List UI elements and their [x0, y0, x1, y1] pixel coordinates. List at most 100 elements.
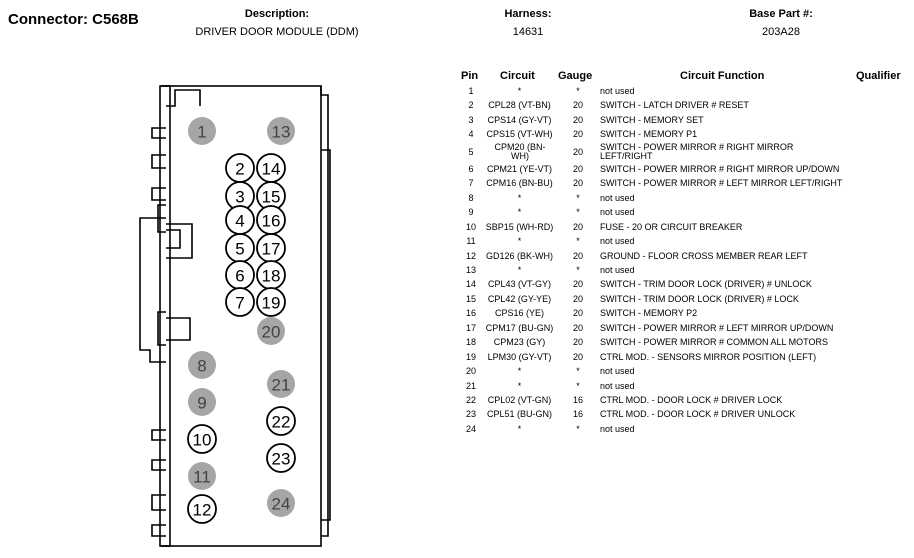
pin-cell: 12: [465, 250, 476, 261]
col-header-function: Circuit Function: [680, 70, 765, 82]
function-cell: CTRL MOD. - SENSORS MIRROR POSITION (LEF…: [600, 351, 817, 362]
gauge-cell: *: [576, 264, 580, 275]
pin-1-label: 1: [197, 123, 206, 142]
circuit-cell: *: [517, 380, 522, 391]
pin-16-label: 16: [262, 212, 281, 231]
col-header-circuit: Circuit: [500, 70, 535, 82]
pin-24-label: 24: [272, 495, 291, 514]
pin-cell: 2: [468, 100, 474, 111]
gauge-cell: 20: [572, 178, 583, 189]
circuit-cell: *: [517, 86, 522, 96]
circuit-cell: LPM30 (GY-VT): [487, 351, 552, 362]
pin-12-circle: [187, 494, 217, 524]
function-cell: not used: [600, 380, 635, 391]
function-cell: SWITCH - MEMORY P1: [600, 129, 698, 140]
table-row: 13**not used: [455, 265, 910, 279]
circuit-cell: CPS14 (GY-VT): [487, 114, 552, 125]
pin-23-label: 23: [272, 450, 291, 469]
pin-cell: 16: [465, 308, 476, 319]
pin-cell: 1: [468, 86, 474, 96]
circuit-cell: *: [517, 236, 522, 247]
circuit-cell: *: [517, 264, 522, 275]
circuit-cell: SBP15 (WH-RD): [485, 221, 554, 232]
gauge-cell: 16: [572, 395, 583, 405]
circuit-cell: *: [517, 207, 522, 218]
pin-cell: 6: [468, 163, 474, 174]
gauge-cell: 16: [572, 409, 583, 420]
gauge-cell: 20: [572, 308, 583, 319]
col-header-qualifier: Qualifier: [856, 70, 901, 82]
pin-cell: 8: [468, 192, 474, 203]
table-row: 24**not used: [455, 424, 910, 438]
pin-7-circle: [225, 287, 255, 317]
function-cell: not used: [600, 236, 635, 247]
circuit-cell: CPM21 (YE-VT): [486, 163, 552, 174]
pin-19-label: 19: [262, 294, 281, 313]
gauge-cell: 20: [572, 114, 583, 125]
function-cell: SWITCH - LATCH DRIVER # RESET: [600, 100, 749, 111]
pin-10-label: 10: [193, 431, 212, 450]
pin-cell: 23: [465, 409, 476, 420]
pin-3-label: 3: [235, 188, 244, 207]
gauge-cell: 20: [572, 322, 583, 333]
pin-cell: 4: [468, 129, 474, 140]
circuit-cell: CPM20 (BN-WH): [494, 141, 546, 161]
pin-23-circle: [266, 443, 296, 473]
table-row: 5 CPM20 (BN-WH) 20 SWITCH - POWER MIRROR # …: [455, 141, 910, 166]
function-cell: FUSE - 20 OR CIRCUIT BREAKER: [600, 221, 743, 232]
circuit-cell: CPS15 (VT-WH): [486, 129, 553, 140]
pin-cell: 11: [466, 236, 476, 247]
circuit-cell: CPM17 (BU-GN): [485, 322, 554, 333]
pin-cell: 3: [468, 114, 474, 125]
base-part-value: 203A28: [762, 26, 800, 38]
gauge-cell: 20: [572, 221, 583, 232]
circuit-cell: CPS16 (YE): [494, 308, 545, 319]
pin-19-circle: [256, 287, 286, 317]
connector-housing: [139, 85, 331, 547]
gauge-cell: 20: [572, 293, 583, 304]
pin-cell: 14: [465, 279, 476, 290]
function-cell: not used: [600, 366, 635, 377]
function-cell: SWITCH - POWER MIRROR # RIGHT MIRROR LEF…: [600, 141, 794, 161]
gauge-cell: 20: [572, 279, 583, 290]
pin-cell: 24: [465, 423, 476, 434]
function-cell: not used: [600, 192, 635, 203]
description-label: Description:: [244, 8, 310, 20]
pin-21-label: 21: [272, 376, 291, 395]
pin-13-circle: [267, 117, 295, 145]
gauge-cell: 20: [572, 146, 583, 157]
table-row: 21**not used: [455, 381, 910, 395]
pin-11-circle: [188, 462, 216, 490]
pin-1-circle: [188, 117, 216, 145]
pin-15-label: 15: [262, 188, 281, 207]
pin-24-circle: [267, 489, 295, 517]
table-row: 1 * * not used: [455, 86, 910, 100]
pin-cell: 9: [468, 207, 474, 218]
base-part-label: Base Part #:: [749, 8, 813, 20]
circuit-cell: CPL43 (VT-GY): [487, 279, 552, 290]
gauge-cell: *: [576, 86, 580, 96]
gauge-cell: *: [576, 192, 580, 203]
table-row: 11 * * not used: [455, 236, 910, 250]
harness-value: 14631: [512, 26, 544, 38]
circuit-cell: CPL51 (BU-GN): [486, 409, 552, 420]
pin-8-label: 8: [197, 357, 206, 376]
pin-11-label: 11: [193, 468, 211, 487]
gauge-cell: 20: [572, 163, 583, 174]
circuit-cell: *: [517, 192, 522, 203]
connector-title: Connector: C568B: [8, 11, 139, 28]
function-cell: not used: [600, 86, 635, 96]
function-cell: not used: [600, 423, 635, 434]
pin-6-label: 6: [235, 267, 244, 286]
gauge-cell: *: [576, 236, 580, 247]
function-cell: SWITCH - TRIM DOOR LOCK (DRIVER) # LOCK: [600, 293, 799, 304]
function-cell: SWITCH - POWER MIRROR # COMMON ALL MOTOR…: [600, 337, 829, 348]
pin-cell: 5: [468, 146, 474, 157]
pin-cell: 17: [465, 322, 476, 333]
